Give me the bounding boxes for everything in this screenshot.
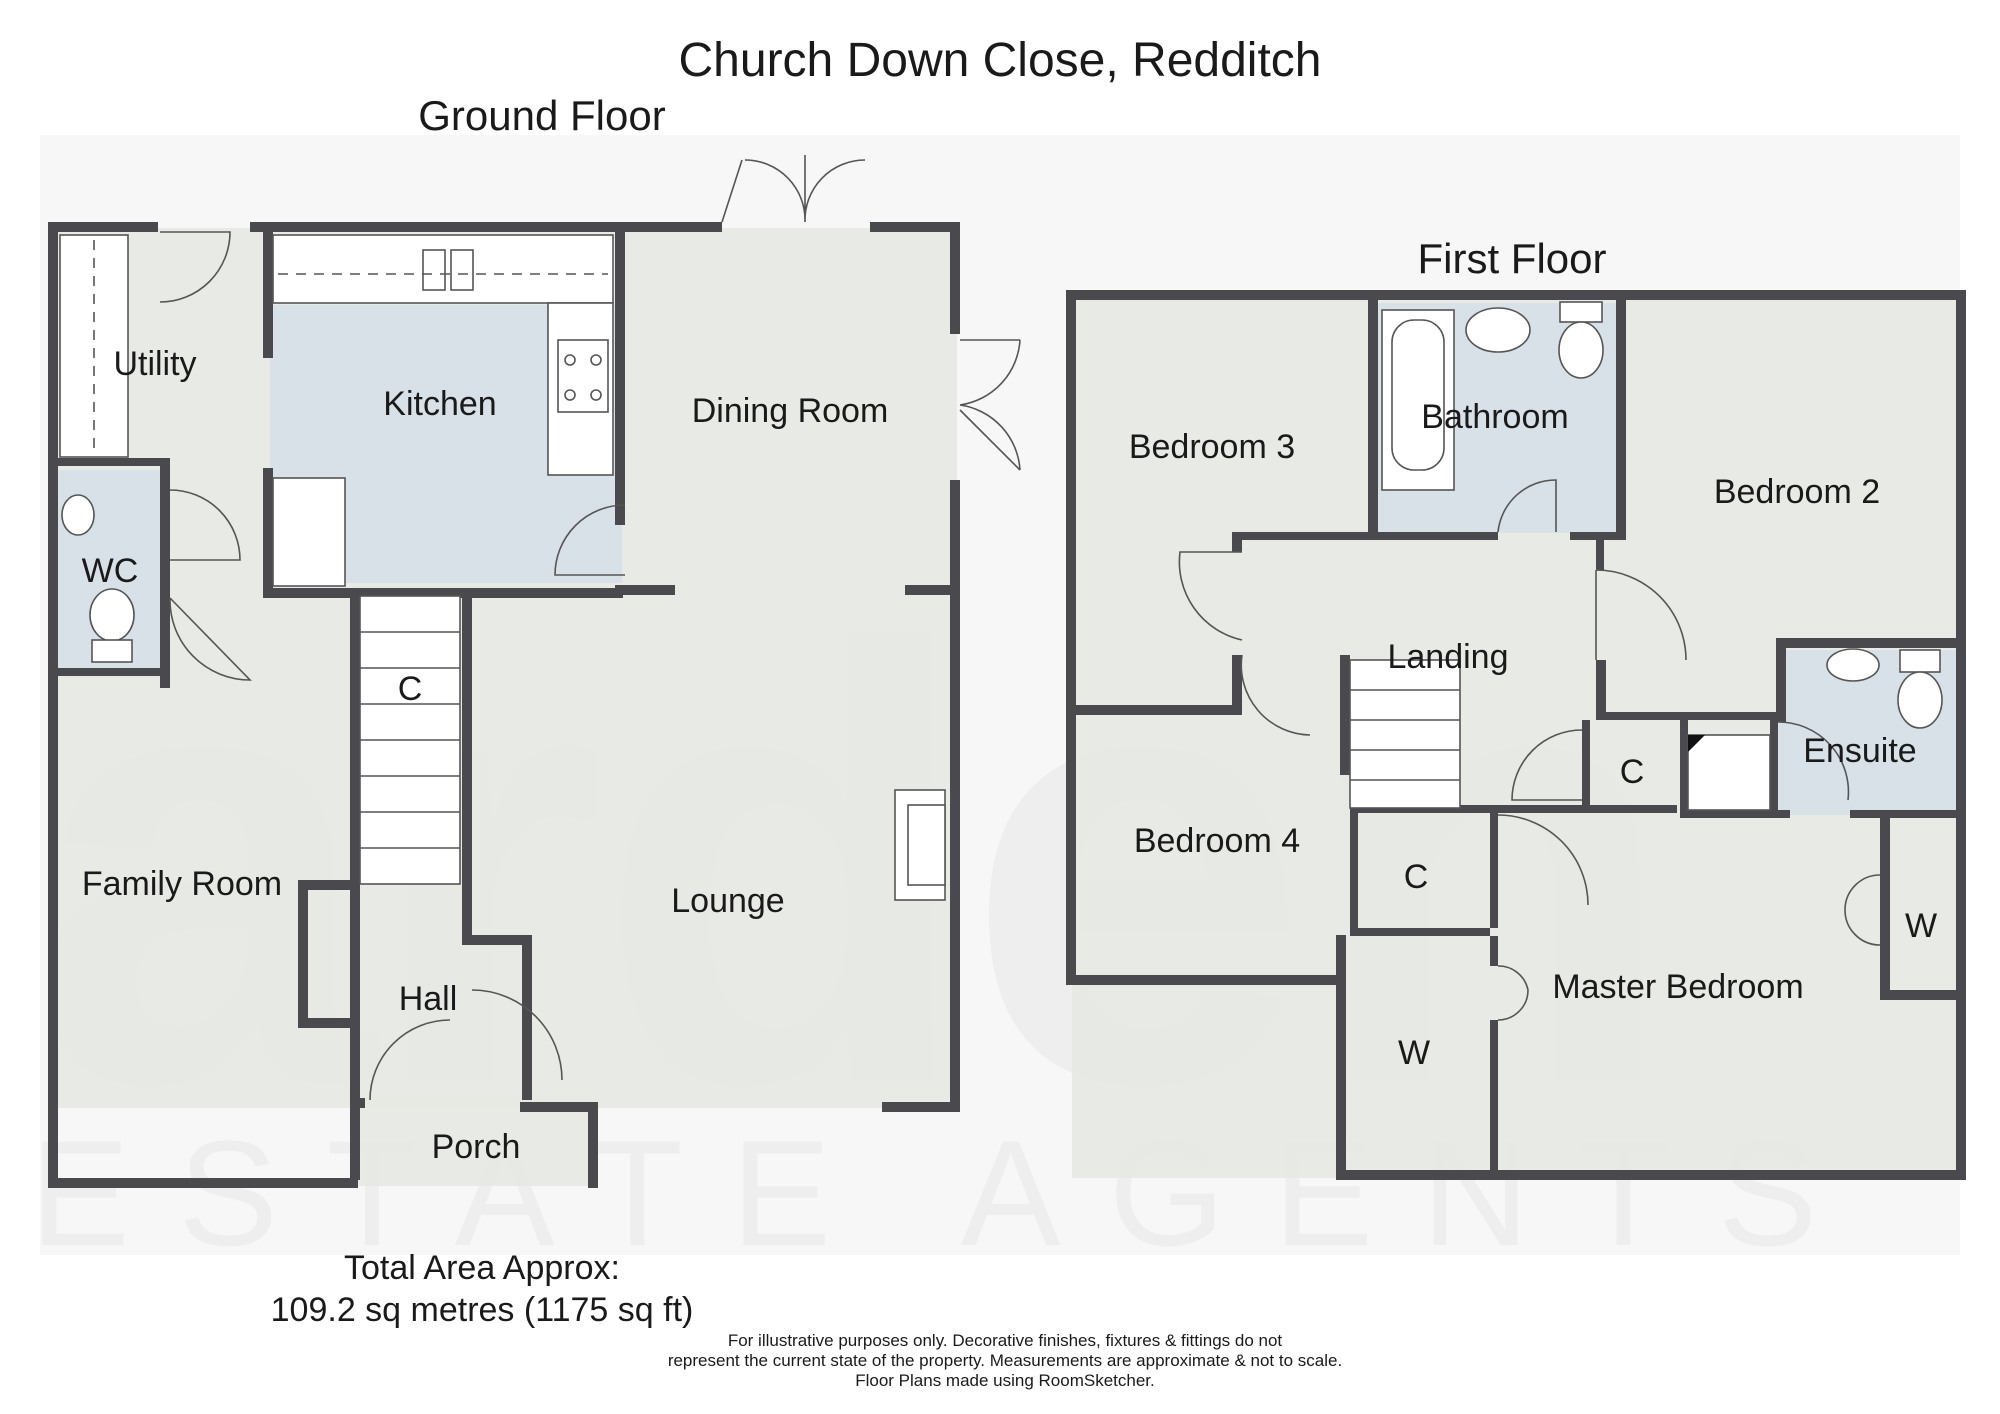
room-landing: Landing	[1387, 638, 1508, 676]
first-floor-title: First Floor	[1418, 235, 1607, 282]
first-floor-plan	[1066, 290, 1966, 1180]
room-bedroom-3: Bedroom 3	[1129, 428, 1295, 466]
total-area-label: Total Area Approx:	[344, 1249, 620, 1287]
room-wardrobe-1: W	[1905, 907, 1937, 945]
room-hall: Hall	[399, 980, 458, 1018]
room-wardrobe-2: W	[1398, 1034, 1430, 1072]
total-area-value: 109.2 sq metres (1175 sq ft)	[271, 1291, 694, 1329]
ground-floor-plan	[48, 155, 1021, 1188]
room-bedroom-2: Bedroom 2	[1714, 473, 1880, 511]
disclaimer-line-1: For illustrative purposes only. Decorati…	[728, 1331, 1283, 1350]
room-porch: Porch	[432, 1128, 521, 1166]
ground-floor-title: Ground Floor	[418, 92, 665, 139]
room-kitchen: Kitchen	[383, 385, 496, 423]
room-cupboard-1: C	[1620, 753, 1645, 791]
room-family: Family Room	[82, 865, 282, 903]
room-bedroom-4: Bedroom 4	[1134, 822, 1300, 860]
disclaimer-line-3: Floor Plans made using RoomSketcher.	[855, 1371, 1155, 1390]
room-lounge: Lounge	[671, 882, 784, 920]
plan-title: Church Down Close, Redditch	[679, 34, 1322, 87]
room-master-bedroom: Master Bedroom	[1552, 968, 1803, 1006]
room-cupboard-2: C	[1404, 858, 1429, 896]
room-utility: Utility	[113, 345, 196, 383]
room-cupboard-ground: C	[398, 670, 423, 708]
room-dining: Dining Room	[692, 392, 889, 430]
room-bathroom: Bathroom	[1421, 398, 1568, 436]
room-ensuite: Ensuite	[1803, 732, 1916, 770]
room-wc: WC	[82, 552, 139, 590]
disclaimer-line-2: represent the current state of the prope…	[668, 1351, 1342, 1370]
